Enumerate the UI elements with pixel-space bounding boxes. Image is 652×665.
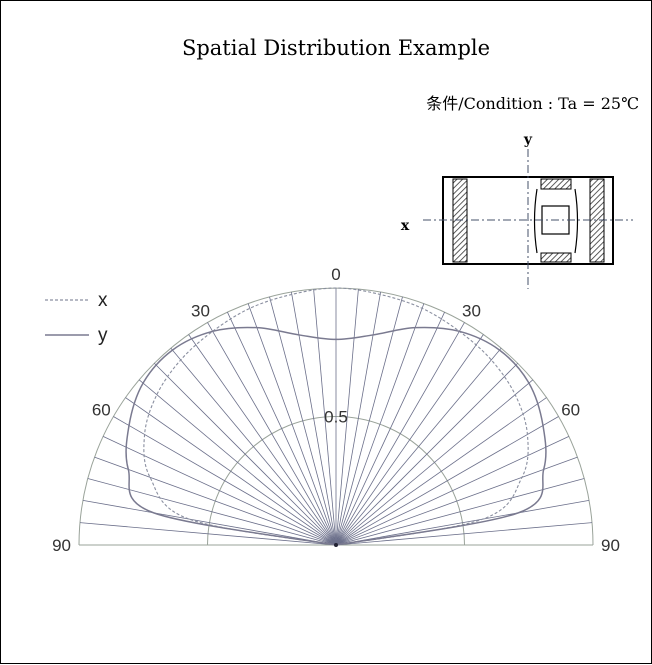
grid-spoke <box>138 379 337 546</box>
grid-spoke <box>335 436 570 546</box>
grid-spoke <box>335 311 445 546</box>
polar-origin <box>334 543 338 547</box>
grid-spoke <box>335 334 484 546</box>
grid-spoke <box>269 296 337 546</box>
angle-tick-label: 90 <box>601 536 620 555</box>
grid-spoke <box>335 379 534 546</box>
polar-labels: 0 30 30 60 60 90 90 0.5 <box>52 265 620 555</box>
grid-spoke <box>335 456 578 546</box>
grid-spoke <box>335 478 585 546</box>
grid-spoke <box>113 416 337 546</box>
grid-spoke <box>188 334 337 546</box>
grid-spoke <box>82 499 337 546</box>
radial-tick-label: 0.5 <box>324 408 348 427</box>
package-x-label: x <box>401 218 410 234</box>
package-lens-bottom <box>540 252 572 263</box>
grid-spoke <box>335 296 403 546</box>
grid-spoke <box>247 303 337 546</box>
condition-label: 条件/Condition : Ta = 25℃ <box>426 94 639 113</box>
grid-spoke <box>335 362 519 546</box>
grid-spoke <box>335 522 593 546</box>
angle-tick-label: 60 <box>92 401 111 420</box>
package-lens-top <box>540 178 572 190</box>
grid-spoke <box>335 303 425 546</box>
grid-spoke <box>335 347 502 546</box>
package-y-label: y <box>523 132 533 148</box>
grid-spoke <box>94 456 337 546</box>
angle-tick-label: 30 <box>462 301 481 320</box>
series-x-curve <box>143 287 529 546</box>
angle-tick-label: 0 <box>331 265 340 284</box>
angle-tick-label: 60 <box>561 401 580 420</box>
grid-spoke <box>227 311 337 546</box>
grid-spoke <box>79 522 337 546</box>
grid-spoke <box>153 362 337 546</box>
grid-spoke <box>313 288 337 546</box>
legend-x-label: x <box>98 290 108 311</box>
grid-spoke <box>87 478 337 546</box>
grid-spoke <box>125 397 337 546</box>
grid-spoke <box>335 288 359 546</box>
grid-spoke <box>335 397 547 546</box>
grid-spoke <box>290 291 337 546</box>
grid-spoke <box>335 322 465 546</box>
angle-tick-label: 90 <box>52 536 71 555</box>
chart-title: Spatial Distribution Example <box>182 36 490 60</box>
polar-grid <box>78 287 594 546</box>
legend: x y <box>45 290 108 346</box>
series-y-curve <box>125 326 547 546</box>
angle-tick-label: 30 <box>191 301 210 320</box>
grid-spoke <box>335 416 559 546</box>
polar-series <box>125 287 547 547</box>
grid-spoke <box>207 322 337 546</box>
grid-spoke <box>102 436 337 546</box>
grid-spoke <box>335 499 590 546</box>
legend-y-label: y <box>98 325 108 346</box>
grid-spoke <box>170 347 337 546</box>
package-diagram: x y <box>401 132 633 289</box>
grid-spoke <box>335 291 382 546</box>
